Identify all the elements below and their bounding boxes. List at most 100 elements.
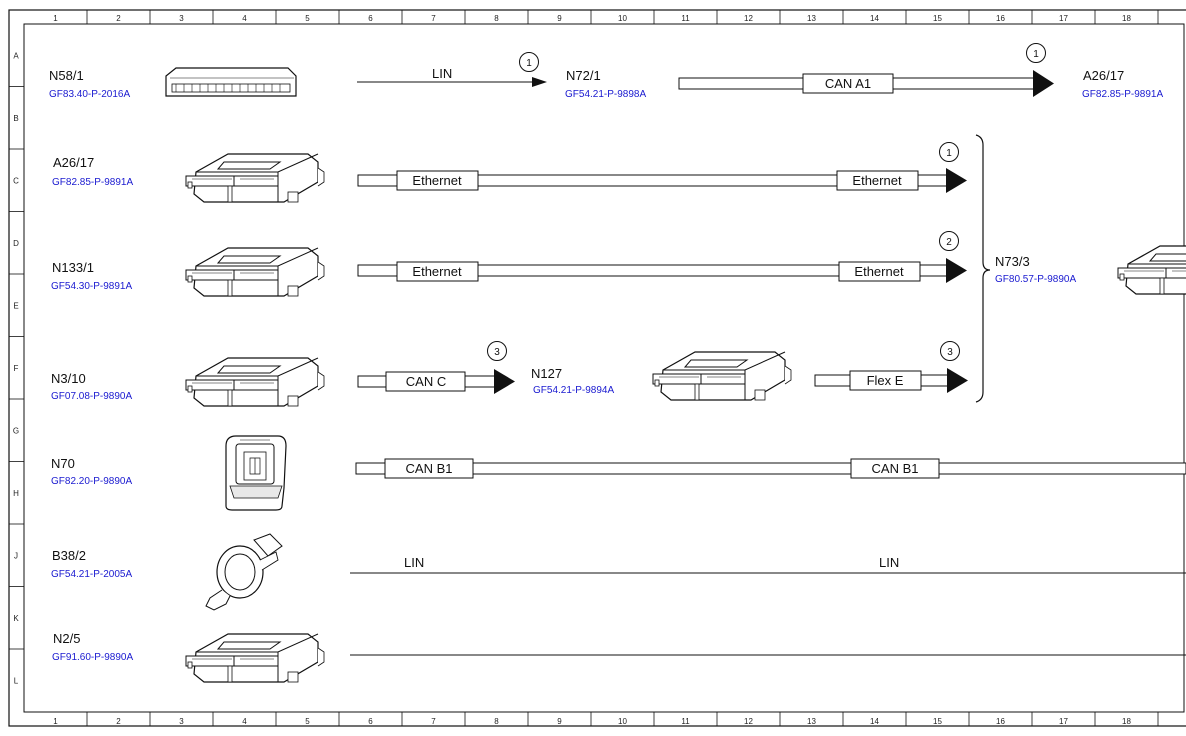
grid-row-label: J xyxy=(14,551,18,560)
bus-label-lin: LIN xyxy=(879,555,899,570)
grid-row-label: K xyxy=(13,614,19,623)
ref-n2-5[interactable]: GF91.60-P-9890A xyxy=(52,652,133,663)
label-a26-17-top: A26/17 xyxy=(1083,68,1124,83)
grid-column-label-top: 8 xyxy=(494,14,499,23)
marker-number: 2 xyxy=(946,237,952,248)
grouping-brace xyxy=(975,134,991,403)
grid-column-label-top: 4 xyxy=(242,14,247,23)
bus-label-ethernet: Ethernet xyxy=(854,264,904,279)
marker-number: 3 xyxy=(947,347,953,358)
grid-column-label-bottom: 16 xyxy=(996,717,1005,726)
arrow-head-lin xyxy=(532,77,547,87)
label-n58-1: N58/1 xyxy=(49,68,84,83)
grid-row-label: E xyxy=(13,301,18,310)
bus-label-lin-n58: LIN xyxy=(432,66,452,81)
grid-row-label: A xyxy=(13,51,19,60)
label-n127: N127 xyxy=(531,366,562,381)
grid-row-label: G xyxy=(13,426,19,435)
control-unit-n2-5 xyxy=(185,633,325,683)
grid-column-label-bottom: 1 xyxy=(53,717,58,726)
grid-row-label: B xyxy=(13,114,18,123)
ref-n70[interactable]: GF82.20-P-9890A xyxy=(51,476,132,487)
grid-column-label-top: 11 xyxy=(681,14,690,23)
ref-n73-3[interactable]: GF80.57-P-9890A xyxy=(995,274,1076,285)
grid-column-label-top: 9 xyxy=(557,14,562,23)
arrow-head-ethernet xyxy=(946,168,967,193)
bus-label-can-a1: CAN A1 xyxy=(825,76,871,91)
ref-n127[interactable]: GF54.21-P-9894A xyxy=(533,385,614,396)
grid-column-label-top: 13 xyxy=(807,14,816,23)
marker-circle xyxy=(939,231,959,251)
marker-circle xyxy=(939,142,959,162)
grid-row-label: C xyxy=(13,176,19,185)
grid-column-label-top: 7 xyxy=(431,14,436,23)
grid-column-labels: 1122334455667788991010111112121313141415… xyxy=(53,14,1131,726)
ref-n3-10[interactable]: GF07.08-P-9890A xyxy=(51,391,132,402)
bus-label-can-b1: CAN B1 xyxy=(872,461,919,476)
grid-column-label-top: 3 xyxy=(179,14,184,23)
ref-a26-17-top[interactable]: GF82.85-P-9891A xyxy=(1082,89,1163,100)
ref-a26-17[interactable]: GF82.85-P-9891A xyxy=(52,177,133,188)
grid-row-label: F xyxy=(14,364,19,373)
marker-number: 1 xyxy=(1033,49,1039,60)
grid-column-label-top: 6 xyxy=(368,14,373,23)
control-unit-a26-17 xyxy=(185,153,325,203)
grid-column-label-bottom: 15 xyxy=(933,717,942,726)
grid-column-label-bottom: 18 xyxy=(1122,717,1131,726)
grid-column-label-bottom: 7 xyxy=(431,717,436,726)
arrow-head-can-c xyxy=(494,369,515,394)
marker-number: 1 xyxy=(526,58,532,69)
label-n73-3: N73/3 xyxy=(995,254,1030,269)
grid-column-label-top: 5 xyxy=(305,14,310,23)
ref-n58-1[interactable]: GF83.40-P-2016A xyxy=(49,89,130,100)
frame-ticks xyxy=(9,10,1159,726)
grid-column-label-top: 2 xyxy=(116,14,121,23)
grid-row-label: H xyxy=(13,489,19,498)
grid-column-label-bottom: 11 xyxy=(681,717,690,726)
grid-column-label-bottom: 5 xyxy=(305,717,310,726)
grid-column-label-bottom: 8 xyxy=(494,717,499,726)
grid-column-label-top: 18 xyxy=(1122,14,1131,23)
marker-number: 1 xyxy=(946,148,952,159)
grid-column-label-bottom: 12 xyxy=(744,717,753,726)
label-a26-17: A26/17 xyxy=(53,155,94,170)
arrow-head-flex-e xyxy=(947,368,968,393)
grid-row-label: D xyxy=(13,239,19,248)
grid-column-label-top: 17 xyxy=(1059,14,1068,23)
rain-light-sensor-b38-2 xyxy=(205,533,283,611)
bus-label-lin: LIN xyxy=(404,555,424,570)
grid-column-label-top: 12 xyxy=(744,14,753,23)
bus-label-flex-e: Flex E xyxy=(867,373,904,388)
ref-n72-1[interactable]: GF54.21-P-9898A xyxy=(565,89,646,100)
overhead-control-panel-n70 xyxy=(225,435,287,511)
label-n3-10: N3/10 xyxy=(51,371,86,386)
ref-n133-1[interactable]: GF54.30-P-9891A xyxy=(51,281,132,292)
grid-column-label-bottom: 2 xyxy=(116,717,121,726)
label-n72-1: N72/1 xyxy=(566,68,601,83)
grid-column-label-top: 15 xyxy=(933,14,942,23)
grid-column-label-top: 14 xyxy=(870,14,879,23)
control-unit-n133-1 xyxy=(185,247,325,297)
marker-circle xyxy=(519,52,539,72)
grid-column-label-top: 10 xyxy=(618,14,627,23)
control-unit-n127 xyxy=(652,351,792,401)
ref-b38-2[interactable]: GF54.21-P-2005A xyxy=(51,569,132,580)
grid-column-label-bottom: 3 xyxy=(179,717,184,726)
grid-column-label-bottom: 9 xyxy=(557,717,562,726)
bus-label-ethernet: Ethernet xyxy=(412,173,462,188)
grid-column-label-bottom: 6 xyxy=(368,717,373,726)
marker-circle xyxy=(1026,43,1046,63)
bus-label-can-b1: CAN B1 xyxy=(406,461,453,476)
grid-column-label-top: 16 xyxy=(996,14,1005,23)
bus-label-ethernet: Ethernet xyxy=(412,264,462,279)
marker-circle xyxy=(940,341,960,361)
switch-panel-n58-1 xyxy=(165,67,297,97)
marker-circle xyxy=(487,341,507,361)
grid-column-label-bottom: 17 xyxy=(1059,717,1068,726)
grid-column-label-bottom: 13 xyxy=(807,717,816,726)
grid-column-label-bottom: 14 xyxy=(870,717,879,726)
label-n2-5: N2/5 xyxy=(53,631,80,646)
bus-label-can-c: CAN C xyxy=(406,374,446,389)
